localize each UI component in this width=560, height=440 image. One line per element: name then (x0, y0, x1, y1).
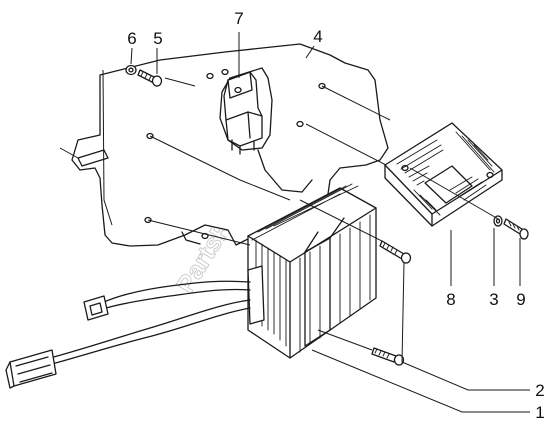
callout-5: 5 (153, 29, 162, 48)
washer-right (493, 215, 503, 227)
callout-7: 7 (234, 9, 243, 28)
callout-labels: 7 6 5 4 8 3 9 2 1 (127, 9, 544, 422)
relay (223, 71, 263, 155)
regulator (247, 183, 377, 359)
callout-3: 3 (489, 290, 498, 309)
callout-6: 6 (127, 29, 136, 48)
callout-8: 8 (446, 290, 455, 309)
regulator-screw-upper (379, 240, 412, 264)
explode-lines (59, 69, 501, 351)
regulator-screw-lower (371, 347, 405, 366)
support-plate (71, 43, 389, 247)
washer-top (125, 64, 137, 76)
callout-4: 4 (313, 27, 322, 46)
heat-sink-regulator (384, 122, 503, 227)
wiring-harness (5, 280, 251, 389)
callout-1: 1 (535, 403, 544, 422)
leader-lines (130, 32, 530, 413)
screw-top (137, 69, 163, 87)
screw-right (503, 218, 529, 240)
callout-2: 2 (535, 381, 544, 400)
callout-9: 9 (516, 290, 525, 309)
